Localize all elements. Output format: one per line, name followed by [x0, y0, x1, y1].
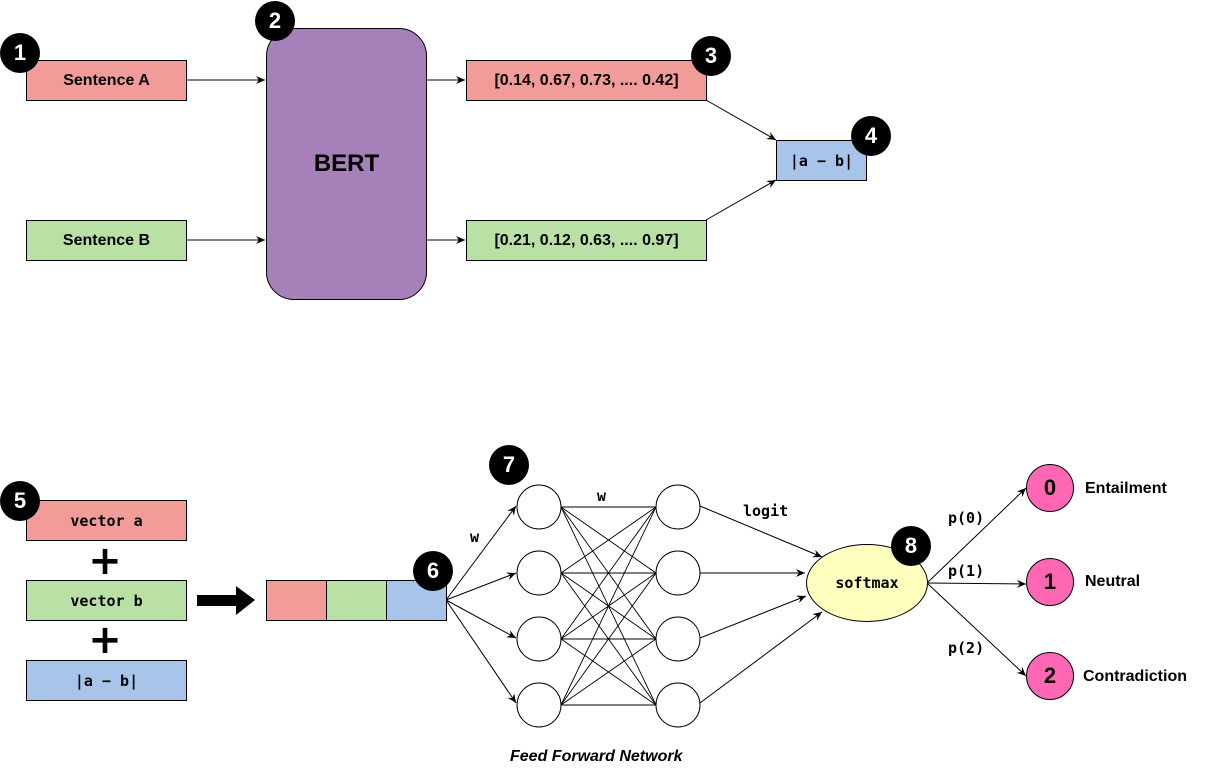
class-node-1: 1 [1026, 558, 1074, 606]
step-badge-4: 4 [851, 116, 891, 156]
embedding-a-box: [0.14, 0.67, 0.73, .... 0.42] [466, 60, 707, 101]
output-neuron-3 [655, 616, 701, 662]
output-neuron-4 [655, 682, 701, 728]
step-badge-3: 3 [691, 36, 731, 76]
arrow-embedding-b-to-diff [705, 179, 777, 221]
plus-icon: + [88, 617, 122, 663]
step-badge-8: 8 [891, 526, 931, 566]
arrow-embedding-a-to-diff [705, 99, 777, 141]
step-badge-1: 1 [0, 33, 40, 73]
arrow-concat-to-input-3 [445, 599, 517, 639]
output-neuron-1 [655, 484, 701, 530]
class-label-neutral: Neutral [1085, 573, 1141, 590]
logit-label: logit [743, 502, 789, 520]
input-neuron-1 [516, 484, 562, 530]
prob-label-2: p(2) [948, 639, 985, 657]
sentence-a-box: Sentence A [26, 60, 187, 101]
class-node-2: 2 [1026, 652, 1074, 700]
arrow-output-4-to-softmax [699, 611, 823, 704]
vector-b-box: vector b [26, 580, 187, 621]
ffn-edge [560, 572, 657, 706]
arrow-softmax-to-class-0 [926, 487, 1027, 584]
weight-label-hidden: w [597, 487, 607, 505]
ffn-edge [560, 506, 657, 706]
step-badge-5: 5 [0, 481, 40, 521]
prob-label-1: p(1) [948, 562, 985, 580]
concat-arrow-icon [197, 586, 255, 615]
arrow-softmax-to-class-2 [926, 582, 1027, 677]
arrow-output-1-to-softmax [699, 505, 823, 558]
arrow-softmax-to-class-1 [926, 579, 1027, 588]
sentence-b-box: Sentence B [26, 220, 187, 261]
ffn-edge [560, 506, 657, 574]
concat-segment-a [266, 580, 327, 621]
embedding-b-box: [0.21, 0.12, 0.63, .... 0.97] [466, 220, 707, 261]
plus-icon: + [88, 538, 122, 584]
softmax-label: softmax [835, 574, 899, 592]
input-neuron-2 [516, 550, 562, 596]
arrow-concat-to-input-4 [445, 599, 517, 704]
step-badge-2: 2 [255, 1, 295, 41]
ffn-graph [516, 484, 701, 728]
bert-model-box: BERT [266, 28, 427, 300]
arrow-concat-to-input-1 [445, 505, 517, 601]
ffn-edge [560, 506, 657, 640]
abs-diff-box: |a − b| [776, 140, 867, 181]
ffn-edge [560, 638, 657, 706]
input-neuron-3 [516, 616, 562, 662]
abs-diff-vector-box: |a − b| [26, 660, 187, 701]
step-badge-7: 7 [489, 445, 529, 485]
arrow-output-3-to-softmax [699, 595, 807, 639]
step-badge-6: 6 [413, 551, 453, 591]
prob-label-0: p(0) [948, 509, 985, 527]
output-neuron-2 [655, 550, 701, 596]
concat-segment-b [326, 580, 387, 621]
input-neuron-4 [516, 682, 562, 728]
bert-label: BERT [313, 150, 380, 177]
class-label-entailment: Entailment [1085, 480, 1167, 497]
weight-label-input: w [470, 528, 480, 546]
class-label-contradiction: Contradiction [1083, 668, 1187, 685]
class-node-0: 0 [1026, 464, 1074, 512]
ffn-caption: Feed Forward Network [510, 748, 683, 765]
arrow-concat-to-input-2 [445, 572, 517, 601]
vector-a-box: vector a [26, 500, 187, 541]
